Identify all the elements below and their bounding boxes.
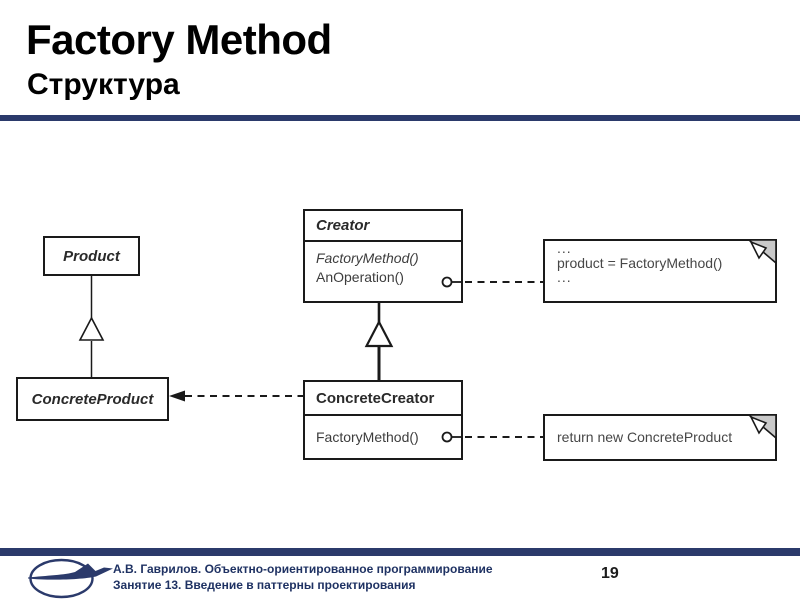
creates-arrowhead-icon [169, 390, 185, 402]
footer-credits: А.В. Гаврилов. Объектно-ориентированное … [113, 561, 493, 593]
page-title: Factory Method [26, 16, 332, 63]
note-ellipsis-top: ... [557, 240, 572, 256]
footer-line-2: Занятие 13. Введение в паттерны проектир… [113, 578, 416, 592]
note-dogear-icon [747, 239, 777, 264]
inheritance-triangle-icon-creator [364, 319, 394, 348]
organization-logo-icon [28, 558, 113, 599]
note-ellipsis-bottom: ... [557, 269, 572, 285]
class-name-concrete-product: ConcreteProduct [31, 390, 154, 408]
class-box-concrete-product: ConcreteProduct [16, 377, 169, 421]
note-dogear-icon [747, 414, 777, 439]
class-box-concrete-creator: ConcreteCreator FactoryMethod() [303, 380, 463, 460]
class-name-concrete-creator: ConcreteCreator [316, 389, 435, 407]
note-box-factorymethod: return new ConcreteProduct [543, 414, 777, 461]
class-box-product: Product [43, 236, 140, 276]
title-divider [0, 115, 800, 121]
footer-line-1: А.В. Гаврилов. Объектно-ориентированное … [113, 562, 493, 576]
note-code-line: return new ConcreteProduct [557, 429, 733, 445]
class-name-product: Product [63, 247, 120, 265]
method-factorymethod-abstract: FactoryMethod() [316, 250, 419, 266]
note-code-line: product = FactoryMethod() [557, 255, 723, 271]
inheritance-triangle-icon-product [78, 316, 105, 341]
footer-divider [0, 548, 800, 556]
page-number: 19 [601, 565, 619, 582]
page-subtitle: Структура [27, 68, 180, 101]
note-box-anoperation: ... product = FactoryMethod() ... [543, 239, 777, 303]
method-factorymethod-concrete: FactoryMethod() [316, 429, 419, 445]
class-name-creator: Creator [316, 217, 370, 234]
class-box-creator: Creator FactoryMethod() AnOperation() [303, 209, 463, 303]
method-anoperation: AnOperation() [316, 269, 404, 285]
